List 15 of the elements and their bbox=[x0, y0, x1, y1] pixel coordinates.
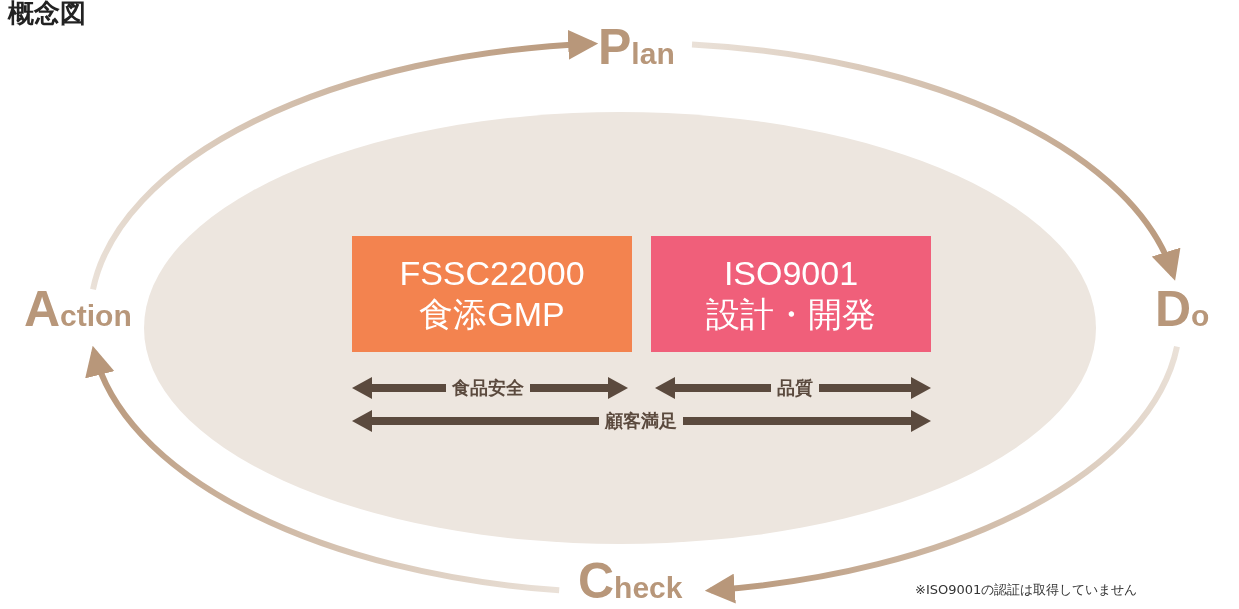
span-label: 品質 bbox=[771, 376, 819, 400]
cycle-label: Check bbox=[578, 556, 683, 606]
footnote: ※ISO9001の認証は取得していません bbox=[915, 583, 1138, 596]
cycle-arrow bbox=[88, 345, 560, 594]
label-box: ISO9001 設計・開発 bbox=[651, 236, 931, 352]
cycle-arrow bbox=[90, 30, 599, 291]
cycle-label: Action bbox=[24, 284, 132, 334]
label-box: FSSC22000 食添GMP bbox=[352, 236, 632, 352]
title: 概念図 bbox=[8, 0, 86, 26]
cycle-label: Do bbox=[1155, 284, 1210, 334]
span-label: 顧客満足 bbox=[599, 409, 683, 433]
span-label: 食品安全 bbox=[446, 376, 530, 400]
cycle-arrow bbox=[691, 41, 1178, 281]
cycle-label: Plan bbox=[598, 22, 675, 72]
cycle-arrow bbox=[704, 345, 1180, 603]
